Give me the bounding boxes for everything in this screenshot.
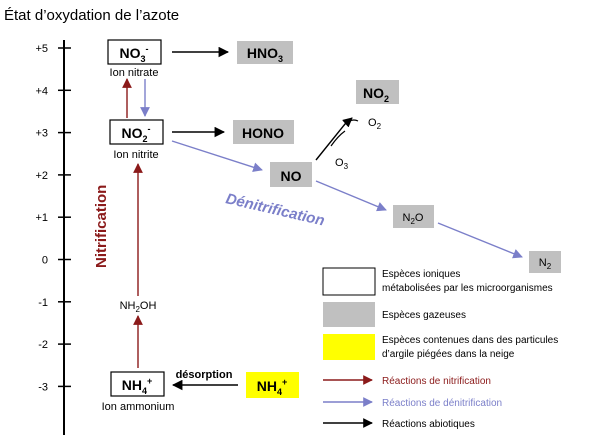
nitrite-caption: Ion nitrite bbox=[113, 149, 158, 161]
no2-box bbox=[356, 80, 399, 104]
axis-ticks: +5 +4 +3 +2 +1 0 -1 -2 -3 bbox=[35, 43, 71, 393]
n2o-box bbox=[393, 205, 434, 228]
axis-tick-label: +3 bbox=[35, 128, 48, 140]
nitrite-label: NO2- bbox=[121, 124, 150, 144]
arrow-no-to-n2o bbox=[315, 180, 387, 212]
o3-input-curve bbox=[330, 130, 346, 147]
legend-ionic-line2: métabolisées par les microorganismes bbox=[382, 283, 553, 294]
clay-ammonium-box bbox=[246, 372, 299, 398]
hydroxylamine-label: NH2OH bbox=[120, 300, 157, 314]
legend: Espèces ioniques métabolisées par les mi… bbox=[322, 267, 558, 430]
legend-ionic-swatch bbox=[322, 267, 376, 296]
nitrite-box bbox=[109, 119, 164, 145]
hno3-label: HNO3 bbox=[247, 45, 283, 64]
legend-clay-swatch bbox=[323, 334, 375, 360]
nitrate-label: NO3- bbox=[119, 44, 148, 64]
hono-box bbox=[233, 120, 294, 144]
legend-abiotic-label: Réactions abiotiques bbox=[382, 419, 475, 430]
legend-gas-swatch bbox=[323, 302, 375, 327]
nitrate-box bbox=[107, 39, 162, 65]
ammonium-box bbox=[110, 371, 165, 397]
diagram-title: État d’oxydation de l’azote bbox=[4, 7, 179, 24]
hno3-box bbox=[237, 41, 293, 64]
n2-label: N2 bbox=[539, 257, 552, 271]
axis-tick-label: +1 bbox=[35, 212, 48, 224]
no-box bbox=[270, 162, 312, 187]
denitrification-label: Dénitrification bbox=[224, 190, 326, 229]
axis-tick-label: 0 bbox=[42, 255, 48, 267]
legend-nitrif-label: Réactions de nitrification bbox=[382, 376, 491, 387]
n2-box bbox=[529, 251, 561, 273]
ammonium-caption: Ion ammonium bbox=[102, 401, 175, 413]
n2o-label: N2O bbox=[403, 212, 424, 226]
hono-label: HONO bbox=[242, 125, 284, 141]
arrow-no-to-no2 bbox=[315, 117, 353, 161]
legend-clay-line1: Espèces contenues dans des particules bbox=[382, 335, 558, 346]
o3-label: O3 bbox=[335, 157, 349, 171]
no2-label: NO2 bbox=[363, 85, 389, 104]
arrow-nitrite-to-no bbox=[171, 140, 263, 172]
axis-tick-label: +2 bbox=[35, 170, 48, 182]
o2-release-curve bbox=[344, 119, 359, 125]
ammonium-label: NH4+ bbox=[122, 376, 153, 396]
legend-denitrif-label: Réactions de dénitrification bbox=[382, 398, 502, 409]
axis-tick-label: -1 bbox=[38, 297, 48, 309]
desorption-label: désorption bbox=[176, 369, 233, 381]
no-label: NO bbox=[281, 168, 302, 184]
axis-tick-label: +4 bbox=[35, 85, 48, 97]
legend-ionic-line1: Espèces ioniques bbox=[382, 269, 460, 280]
o2-label: O2 bbox=[368, 117, 382, 131]
legend-clay-line2: d’argile piégées dans la neige bbox=[382, 349, 515, 360]
axis-tick-label: -2 bbox=[38, 339, 48, 351]
nitrification-label: Nitrification bbox=[93, 185, 110, 268]
axis-tick-label: -3 bbox=[38, 381, 48, 393]
axis-tick-label: +5 bbox=[35, 43, 48, 55]
legend-gas-label: Espèces gazeuses bbox=[382, 310, 466, 321]
nitrate-caption: Ion nitrate bbox=[110, 67, 159, 79]
clay-ammonium-label: NH4+ bbox=[257, 377, 288, 397]
arrow-n2o-to-n2 bbox=[437, 222, 523, 259]
